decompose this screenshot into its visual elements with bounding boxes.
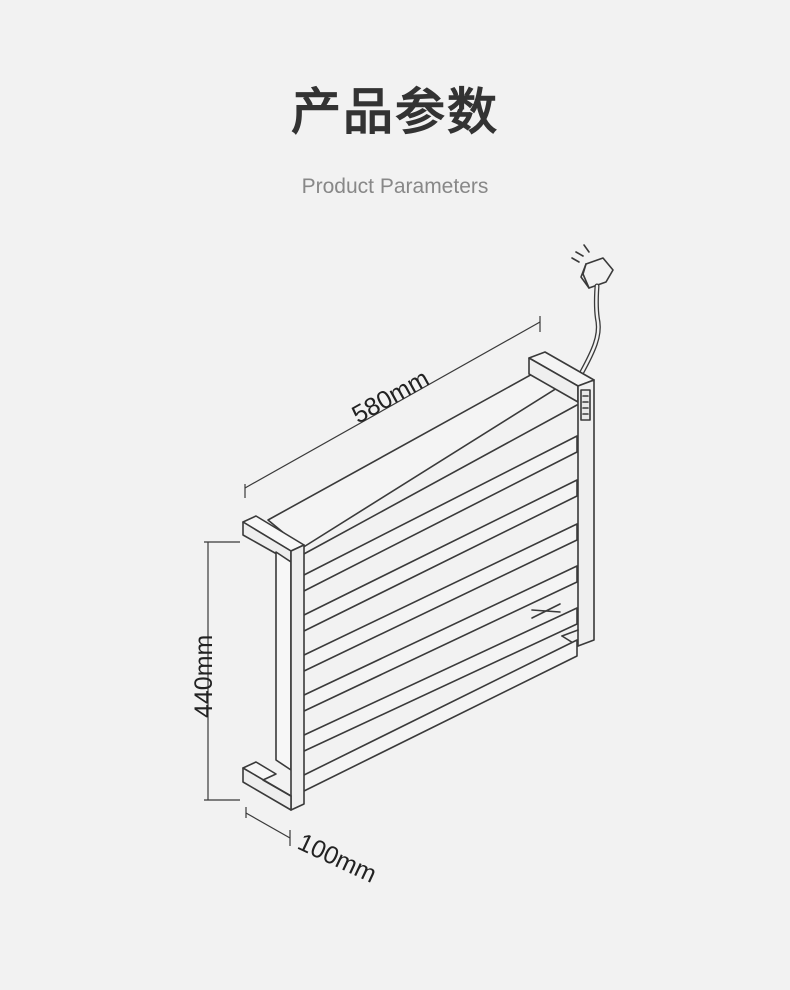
power-plug	[571, 244, 614, 289]
depth-label: 100mm	[293, 828, 380, 889]
page-subtitle: Product Parameters	[301, 175, 489, 198]
width-dimension-line	[244, 321, 541, 489]
depth-dimension-line	[245, 812, 291, 839]
width-label: 580mm	[347, 364, 433, 429]
rails	[295, 435, 578, 793]
right-end-cap	[528, 351, 595, 647]
page-title: 产品参数	[291, 83, 499, 141]
left-end-frame	[242, 515, 305, 811]
dimension-lines	[204, 316, 541, 846]
height-label: 440mm	[190, 635, 218, 718]
